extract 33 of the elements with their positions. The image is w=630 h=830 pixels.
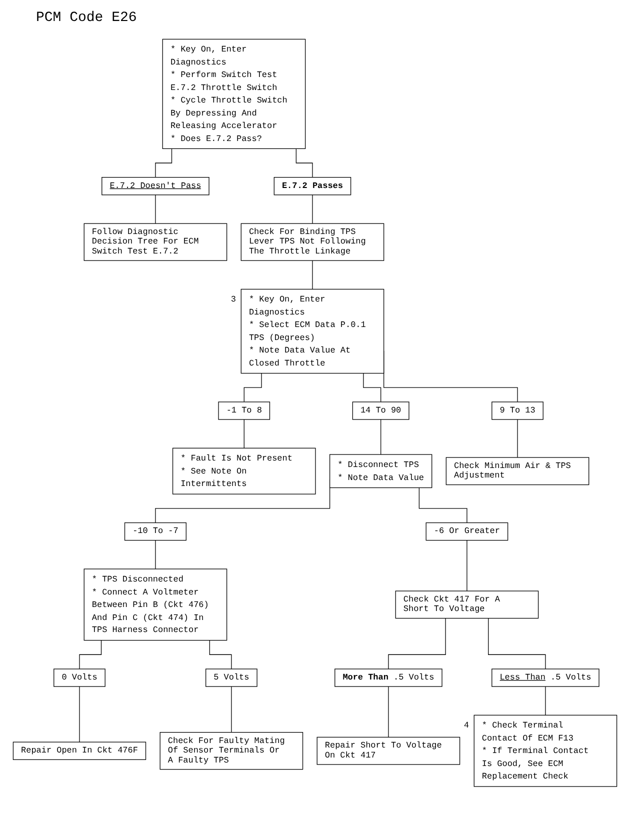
node-box: -1 To 8 (218, 402, 270, 420)
step-number: 3 (230, 294, 236, 305)
connector (155, 148, 172, 178)
node-box: * TPS Disconnected * Connect A Voltmeter Between Pin B (Ckt 476) And Pin C (Ckt 474) In TPS Harness Connector (84, 568, 228, 641)
node-box: * Check Terminal Contact Of ECM F13 * If Terminal Contact Is Good, See ECM Replacement Check (474, 714, 618, 787)
connector (231, 686, 232, 733)
connector (209, 640, 232, 670)
node-box: 14 To 90 (352, 402, 410, 420)
connector (488, 618, 546, 670)
connector (155, 194, 156, 224)
connector (296, 148, 313, 178)
connector (517, 419, 518, 458)
diagram-title: PCM Code E26 (36, 10, 137, 26)
node-box: * Disconnect TPS * Note Data Value (329, 454, 432, 488)
connector (545, 686, 546, 716)
connector (79, 686, 80, 742)
connector (466, 540, 468, 592)
connector (388, 618, 446, 670)
step-number: 4 (464, 720, 469, 731)
connector (79, 640, 102, 670)
connector (155, 540, 156, 570)
connector (388, 686, 389, 738)
node-box: * Key On, Enter Diagnostics * Select ECM Data P.0.1 TPS (Degrees) * Note Data Value At Closed Throttle (240, 288, 384, 374)
node-box: * Fault Is Not Present * See Note On Intermittents (172, 448, 316, 494)
connector (312, 194, 313, 224)
connector (363, 372, 382, 402)
node-box: * Key On, Enter Diagnostics * Perform Switch Test E.7.2 Throttle Switch * Cycle Throttle Switch By Depressing And Releasing Accelerator * Does E.7.2 Pass? (162, 38, 306, 149)
connector (418, 487, 468, 524)
node-box: 9 To 13 (492, 402, 544, 420)
node-box: E.7.2 Passes (274, 177, 352, 196)
connector (244, 372, 262, 402)
connector (312, 260, 313, 290)
connector (380, 419, 382, 455)
